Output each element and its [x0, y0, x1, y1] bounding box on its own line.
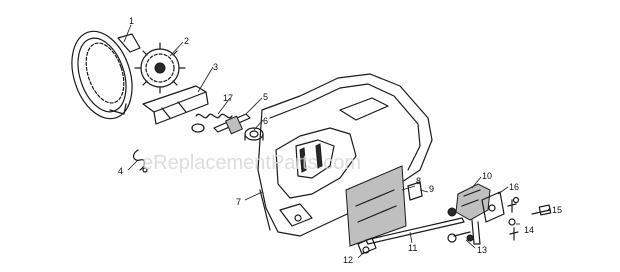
callout-13: 13 — [477, 245, 487, 255]
callout-3: 3 — [213, 62, 218, 72]
part-17-spring — [191, 113, 233, 133]
callout-9: 9 — [429, 184, 434, 194]
callout-12: 12 — [343, 255, 353, 265]
part-8-plate — [345, 165, 407, 247]
callout-16: 16 — [509, 182, 519, 192]
part-15-pin — [531, 204, 552, 216]
callout-15: 15 — [552, 205, 562, 215]
callout-11: 11 — [408, 243, 417, 253]
callout-2: 2 — [184, 36, 189, 46]
part-2-sprocket — [134, 42, 186, 94]
part-14-screws — [507, 196, 520, 241]
part-9-small-plate — [407, 181, 423, 201]
part-13-screw — [447, 207, 471, 243]
part-4-clip — [132, 149, 148, 173]
callout-5: 5 — [263, 92, 268, 102]
callout-10: 10 — [482, 171, 492, 181]
callout-17: 17 — [223, 93, 233, 103]
part-5-pin — [213, 113, 251, 135]
leader-lines — [123, 24, 551, 259]
part-7-side-cover — [257, 73, 433, 237]
part-1-clutch-ring — [71, 30, 141, 120]
callout-4: 4 — [118, 166, 123, 176]
callout-14: 14 — [524, 225, 534, 235]
part-6-bushing — [244, 127, 264, 141]
callout-labels: 1 2 3 4 5 6 7 8 9 10 11 12 13 14 15 16 1… — [118, 16, 562, 265]
callout-6: 6 — [263, 116, 268, 126]
callout-1: 1 — [129, 16, 134, 26]
callout-8: 8 — [416, 176, 421, 186]
callout-7: 7 — [236, 197, 241, 207]
part-16-block — [481, 191, 505, 223]
part-11-rod — [365, 217, 465, 245]
part-3-bracket — [142, 85, 209, 125]
watermark-text: eReplacementParts.com — [142, 152, 361, 174]
part-12-rod-end — [357, 237, 377, 255]
